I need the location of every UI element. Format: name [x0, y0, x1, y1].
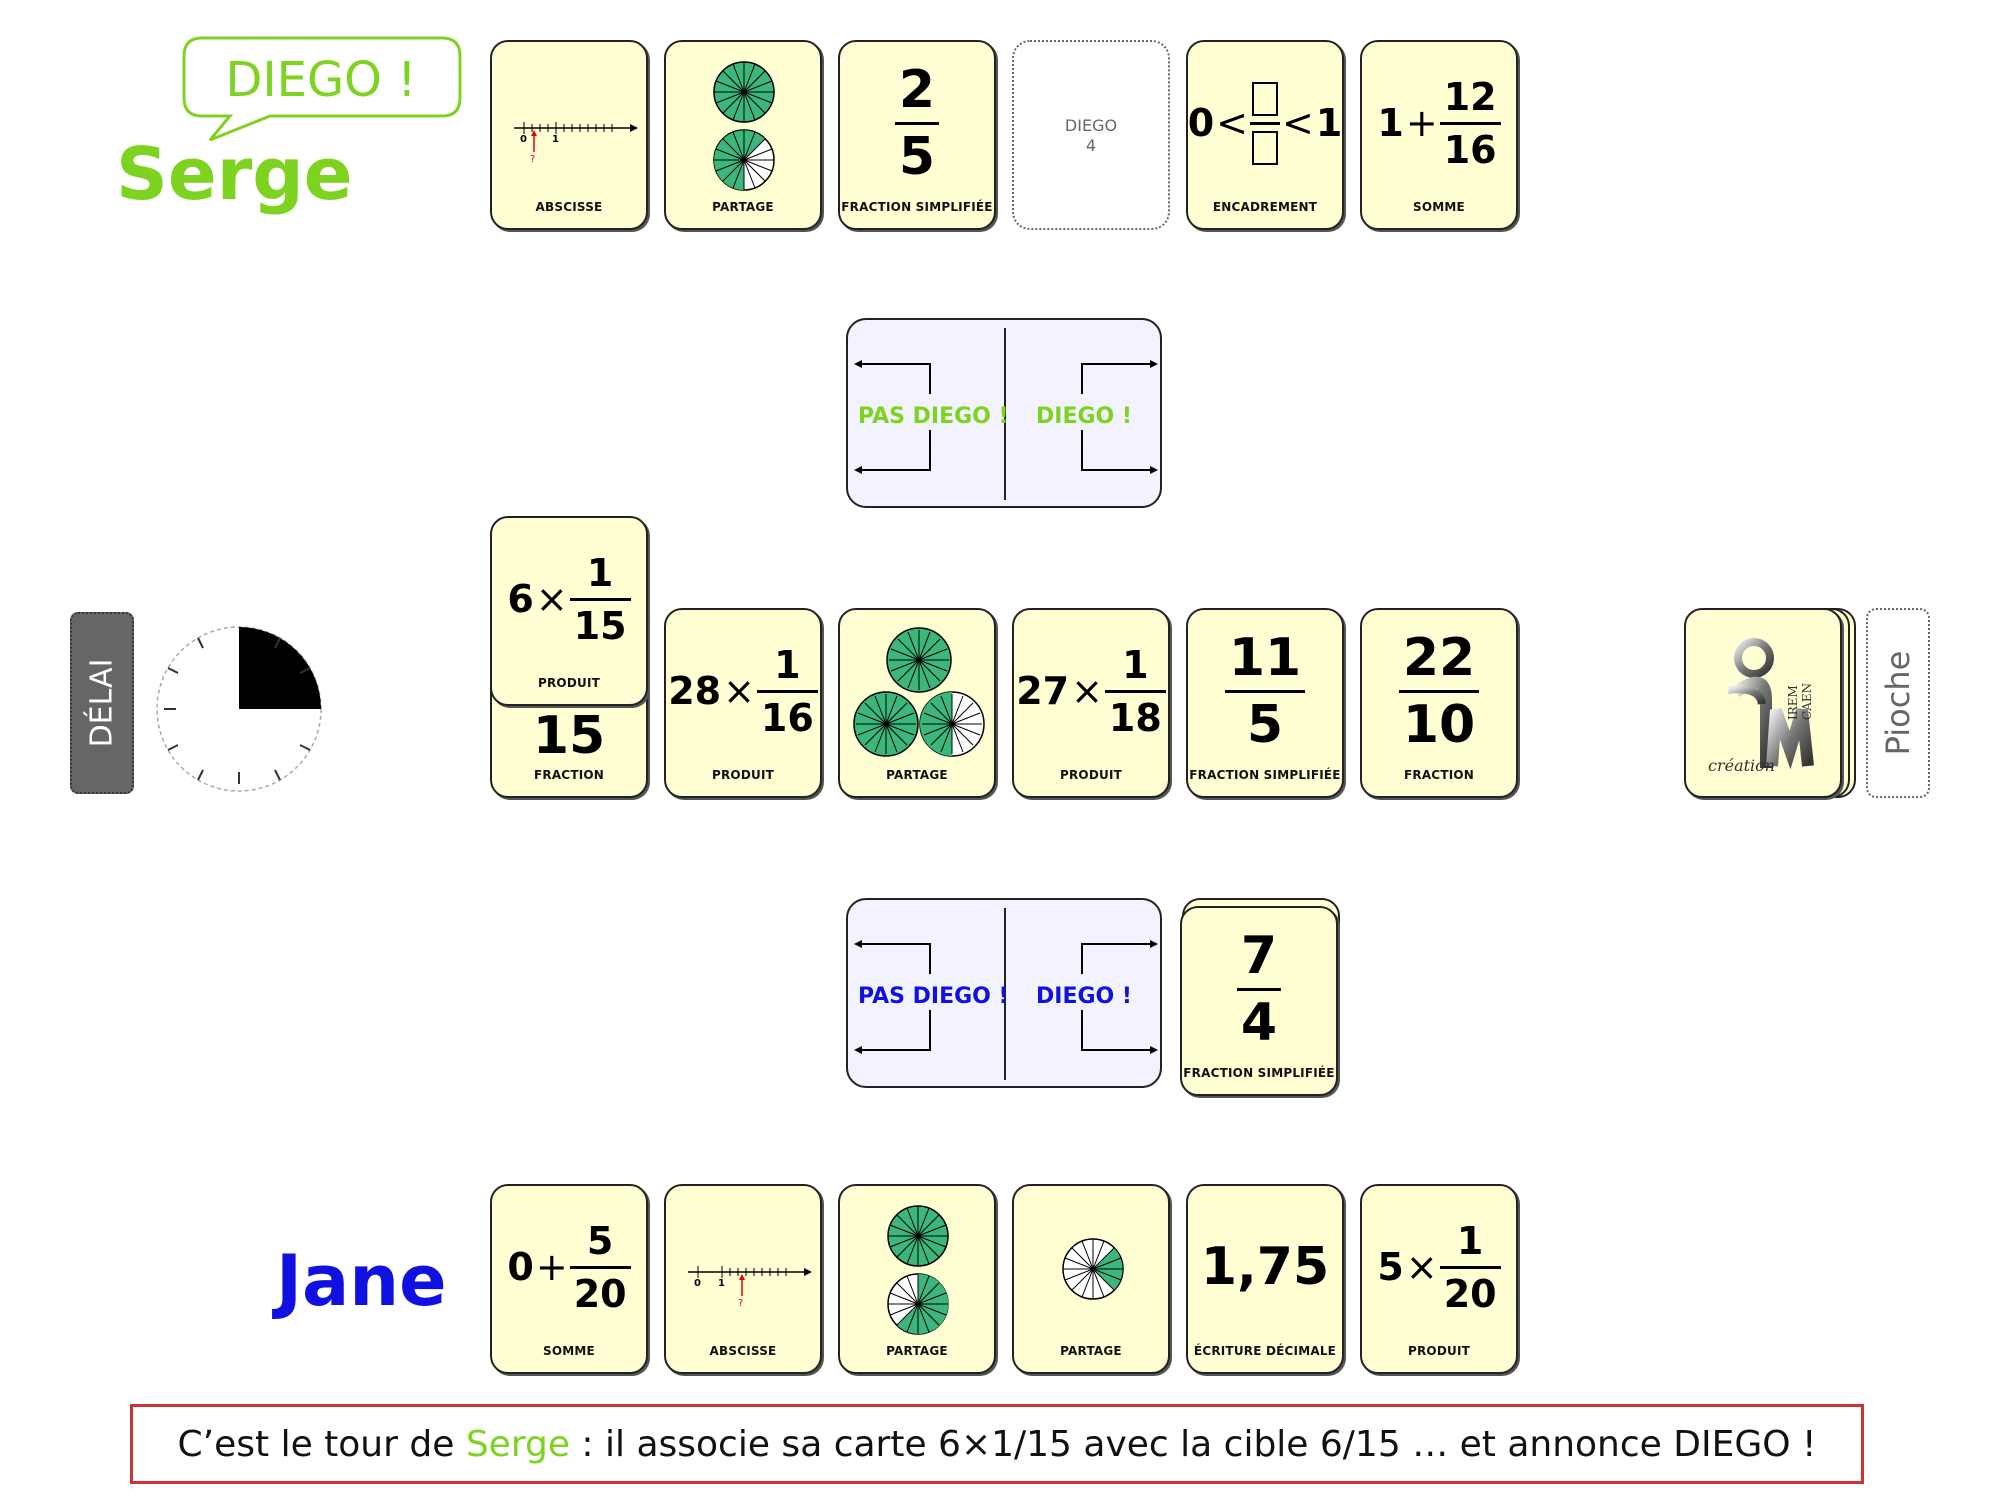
status-message: C’est le tour de Serge : il associe sa c…: [130, 1404, 1864, 1484]
pas-diego-button[interactable]: PAS DIEGO !: [858, 984, 1009, 1009]
arrows-icon: [854, 940, 1158, 1054]
timer-clock-icon: [156, 626, 322, 792]
message-before: C’est le tour de: [177, 1423, 466, 1465]
card-caption: PARTAGE: [886, 768, 948, 782]
hand-card-ecriture-decimale[interactable]: 1,75 ÉCRITURE DÉCIMALE: [1186, 1184, 1344, 1374]
card-caption: FRACTION: [1403, 768, 1475, 782]
player-name-top: Serge: [116, 132, 353, 216]
diego-button[interactable]: DIEGO !: [1036, 404, 1132, 429]
message-after: : il associe sa carte 6×1/15 avec la cib…: [569, 1423, 1817, 1465]
card-caption: FRACTION: [533, 768, 605, 782]
decimal-value: 1,75: [1200, 1237, 1330, 1297]
pie-chart-icon: [853, 627, 985, 757]
card-caption: PARTAGE: [712, 200, 774, 214]
card-caption: SOMME: [543, 1344, 595, 1358]
speech-bubble: [182, 36, 462, 142]
tick-label-1: 1: [552, 134, 559, 145]
hand-card-abscisse[interactable]: 0 1 ? ABSCISSE: [490, 40, 648, 230]
card-caption: ÉCRITURE DÉCIMALE: [1193, 1344, 1337, 1358]
deck-card[interactable]: création IREM CAEN: [1684, 608, 1842, 798]
tick-label-0: 0: [520, 134, 527, 145]
card-caption: PARTAGE: [1060, 1344, 1122, 1358]
pas-diego-button[interactable]: PAS DIEGO !: [858, 404, 1009, 429]
hand-card-partage-single[interactable]: PARTAGE: [1012, 1184, 1170, 1374]
hand-card-encadrement[interactable]: 0< <1 ENCADREMENT: [1186, 40, 1344, 230]
card-caption: ENCADREMENT: [1212, 200, 1318, 214]
card-caption: FRACTION SIMPLIFIÉE: [841, 200, 993, 214]
tick-label-0: 0: [694, 1278, 701, 1289]
logo-text: création: [1708, 756, 1776, 775]
marker-label: ?: [530, 154, 536, 165]
ghost-label: DIEGO: [1064, 116, 1118, 135]
marker-label: ?: [738, 1298, 744, 1309]
ghost-card-diego: DIEGO 4: [1012, 40, 1170, 230]
hand-card-abscisse[interactable]: 0 1 ? ABSCISSE: [664, 1184, 822, 1374]
tick-label-1: 1: [718, 1278, 725, 1289]
message-player-name: Serge: [465, 1423, 570, 1465]
hand-card-partage[interactable]: PARTAGE: [664, 40, 822, 230]
number-line-icon: [514, 122, 638, 152]
ghost-count: 4: [1085, 136, 1097, 155]
logo-side-text: IREM CAEN: [1786, 682, 1814, 720]
pioche-button[interactable]: Pioche: [1866, 608, 1930, 798]
card-caption: FRACTION SIMPLIFIÉE: [1189, 768, 1341, 782]
announce-panel-bottom: PAS DIEGO ! DIEGO !: [846, 898, 1162, 1088]
pie-chart-icon: [1062, 1238, 1124, 1300]
card-caption: PARTAGE: [886, 1344, 948, 1358]
number-line-icon: [688, 1266, 812, 1296]
card-caption: ABSCISSE: [709, 1344, 777, 1358]
irem-logo-icon: [1727, 638, 1814, 770]
fraction-denominator: 15: [532, 706, 606, 766]
delai-button[interactable]: DÉLAI: [70, 612, 134, 794]
diego-button[interactable]: DIEGO !: [1036, 984, 1132, 1009]
card-caption: PRODUIT: [712, 768, 774, 782]
pie-chart-icon: [887, 1205, 949, 1335]
player-name-bottom: Jane: [276, 1240, 447, 1322]
arrows-icon: [854, 360, 1158, 474]
card-caption: PRODUIT: [1408, 1344, 1470, 1358]
card-caption: PRODUIT: [538, 676, 600, 690]
inequality: 0< <1: [1188, 81, 1342, 165]
pie-chart-icon: [713, 61, 775, 191]
center-card-partage[interactable]: PARTAGE: [838, 608, 996, 798]
hand-card-partage[interactable]: PARTAGE: [838, 1184, 996, 1374]
card-caption: PRODUIT: [1060, 768, 1122, 782]
announce-panel-top: PAS DIEGO ! DIEGO !: [846, 318, 1162, 508]
speech-bubble-text: DIEGO !: [225, 52, 417, 108]
card-caption: FRACTION SIMPLIFIÉE: [1183, 1066, 1335, 1080]
card-caption: ABSCISSE: [535, 200, 603, 214]
card-caption: SOMME: [1413, 200, 1465, 214]
